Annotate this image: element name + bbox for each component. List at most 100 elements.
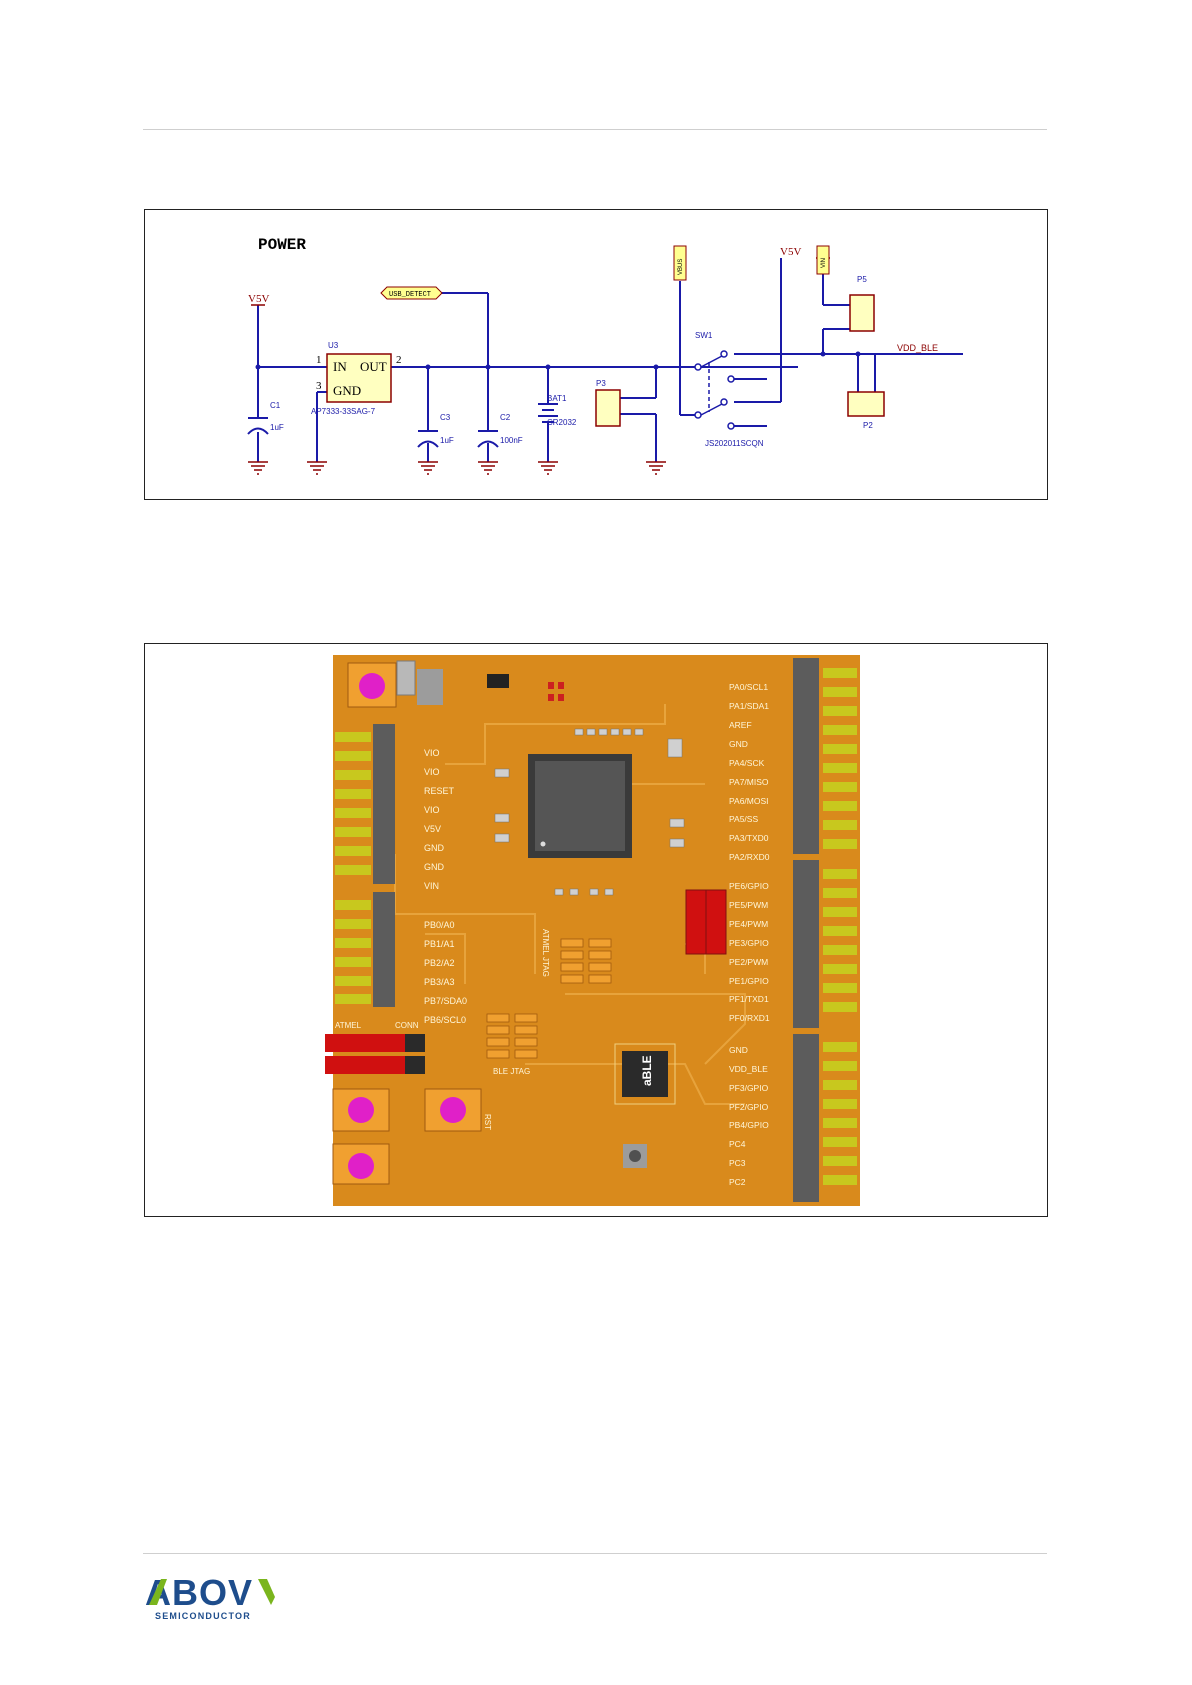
- vdd-ble-label: VDD_BLE: [897, 343, 938, 353]
- left-pin-label: PB1/A1: [424, 939, 455, 949]
- right-pin-label: AREF: [729, 720, 752, 730]
- u3-regulator: [326, 353, 392, 403]
- right-header-3: [793, 1034, 819, 1202]
- c1-value: 1uF: [270, 423, 284, 432]
- right-pin-label: PA1/SDA1: [729, 701, 769, 711]
- left-pin-label: PB2/A2: [424, 958, 455, 968]
- right-pin-label: PC2: [729, 1177, 746, 1187]
- bat1-value: CR2032: [547, 418, 577, 427]
- atmel-select-label: ATMEL: [335, 1021, 362, 1030]
- right-pin-label: PE2/PWM: [729, 957, 768, 967]
- antenna-connector-icon: [629, 1150, 641, 1162]
- c2-ref: C2: [500, 413, 511, 422]
- power-schematic-figure: IN OUT GND 1 2 3 U3 AP7333-33SAG-7 POWER…: [144, 209, 1048, 500]
- u3-pin2: 2: [396, 354, 402, 366]
- left-pin-label: GND: [424, 843, 445, 853]
- right-header-pins: [823, 668, 857, 1185]
- left-header-bottom: [373, 892, 395, 1007]
- left-pin-label: PB0/A0: [424, 920, 455, 930]
- right-pin-label: PA2/RXD0: [729, 852, 770, 862]
- user-button-icon: [348, 1153, 374, 1179]
- atmel-jtag-label: ATMEL JTAG: [541, 929, 550, 977]
- p5-label: P5: [857, 275, 867, 284]
- c3-ref: C3: [440, 413, 451, 422]
- right-pin-label: PA5/SS: [729, 814, 758, 824]
- right-pin-label: PE5/PWM: [729, 900, 768, 910]
- c3-value: 1uF: [440, 436, 454, 445]
- right-pin-label: PA3/TXD0: [729, 833, 769, 843]
- jumper-atmel-conn-1: [325, 1034, 405, 1052]
- jumper-atmel-conn-2: [325, 1056, 405, 1074]
- bat1-ref: BAT1: [547, 394, 567, 403]
- v5v-right-label: V5V: [780, 246, 801, 258]
- right-pin-label: PA6/MOSI: [729, 796, 769, 806]
- power-schematic: IN OUT GND 1 2 3 U3 AP7333-33SAG-7 POWER…: [247, 236, 963, 475]
- schematic-title: POWER: [258, 236, 306, 254]
- left-header-pins: [335, 732, 371, 1004]
- sw1-part: JS202011SCQN: [705, 439, 764, 448]
- right-pin-label: PF0/RXD1: [729, 1013, 770, 1023]
- u3-in-label: IN: [333, 359, 347, 374]
- right-header-2: [793, 860, 819, 1028]
- p2-label: P2: [863, 421, 873, 430]
- u3-gnd-label: GND: [333, 383, 361, 398]
- reset-button-icon: [348, 1097, 374, 1123]
- atmel-mcu-chip: [535, 761, 625, 851]
- header-rule: [143, 129, 1047, 130]
- right-pin-label: VDD_BLE: [729, 1064, 768, 1074]
- left-pin-label: PB3/A3: [424, 977, 455, 987]
- right-pin-label: PF3/GPIO: [729, 1083, 769, 1093]
- board-render: VIO VIO RESET VIO V5V GND GND VIN PB0/A0…: [325, 655, 860, 1206]
- right-pin-label: PA4/SCK: [729, 758, 765, 768]
- pcb-board: [333, 655, 860, 1206]
- usb-detect-label: USB_DETECT: [389, 291, 431, 299]
- right-pin-label: PE4/PWM: [729, 919, 768, 929]
- rst-label: RST: [483, 1114, 492, 1130]
- brand-tagline: SEMICONDUCTOR: [155, 1611, 251, 1621]
- vbus-label: VBUS: [678, 259, 684, 275]
- rst-button-icon: [440, 1097, 466, 1123]
- left-pin-label: VIO: [424, 748, 440, 758]
- right-pin-label: PA0/SCL1: [729, 682, 768, 692]
- switch-button-icon: [359, 673, 385, 699]
- ble-jtag-label: BLE JTAG: [493, 1067, 530, 1076]
- u3-out-label: OUT: [360, 359, 387, 374]
- c2-value: 100nF: [500, 436, 523, 445]
- u3-pin3: 3: [316, 380, 322, 392]
- left-pin-label: VIO: [424, 767, 440, 777]
- left-pin-label: V5V: [424, 824, 441, 834]
- p3-connector: [595, 389, 621, 427]
- right-pin-label: PF2/GPIO: [729, 1102, 769, 1112]
- right-pin-label: PF1/TXD1: [729, 994, 769, 1004]
- left-pin-label: RESET: [424, 786, 455, 796]
- right-pin-label: PE1/GPIO: [729, 976, 769, 986]
- right-pin-label: PE6/GPIO: [729, 881, 769, 891]
- right-pin-label: PE3/GPIO: [729, 938, 769, 948]
- p3-label: P3: [596, 379, 606, 388]
- vin-label: VIN: [821, 258, 827, 268]
- right-pin-label: PC4: [729, 1139, 746, 1149]
- u3-part: AP7333-33SAG-7: [311, 407, 376, 416]
- right-header-1: [793, 658, 819, 854]
- conn-select-label: CONN: [395, 1021, 419, 1030]
- brand-wordmark: ABOV: [145, 1575, 253, 1613]
- right-pin-label: GND: [729, 739, 748, 749]
- left-pin-label: VIO: [424, 805, 440, 815]
- sw1-ref: SW1: [695, 331, 713, 340]
- right-pin-label: PC3: [729, 1158, 746, 1168]
- v5v-left-label: V5V: [248, 293, 269, 305]
- c1-ref: C1: [270, 401, 281, 410]
- footer-rule: [143, 1553, 1047, 1554]
- ble-module-chip: [622, 1051, 668, 1097]
- board-render-figure: VIO VIO RESET VIO V5V GND GND VIN PB0/A0…: [144, 643, 1048, 1217]
- ground-symbols: [248, 461, 666, 475]
- u3-pin1: 1: [316, 354, 322, 366]
- u3-ref: U3: [328, 341, 339, 350]
- left-pin-label: PB6/SCL0: [424, 1015, 466, 1025]
- left-pin-label: GND: [424, 862, 445, 872]
- right-pin-label: GND: [729, 1045, 748, 1055]
- ble-chip-label: aBLE: [640, 1055, 654, 1086]
- right-pin-label: PA7/MISO: [729, 777, 769, 787]
- left-pin-label: VIN: [424, 881, 439, 891]
- p2-connector: [847, 391, 885, 417]
